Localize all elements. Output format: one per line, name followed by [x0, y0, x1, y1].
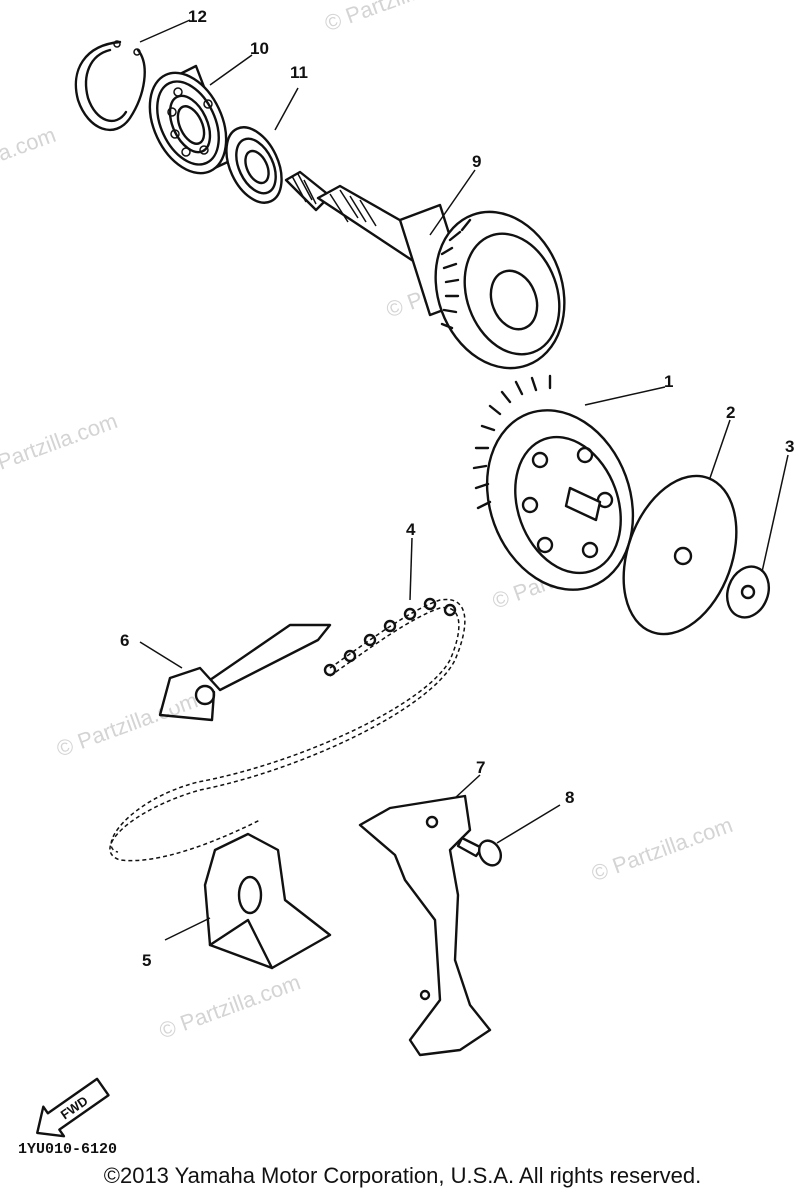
callout-4: 4: [406, 520, 416, 539]
watermark-2: © Partzilla.com: [321, 0, 469, 36]
drawing-code: 1YU010-6120: [18, 1141, 117, 1158]
callout-1: 1: [664, 372, 673, 391]
copyright-footer: ©2013 Yamaha Motor Corporation, U.S.A. A…: [103, 1163, 702, 1188]
chain-guide-upper-part: [158, 623, 332, 722]
chain-part: [109, 597, 466, 862]
circlip-part: [74, 40, 146, 132]
callout-2: 2: [726, 403, 735, 422]
callout-11: 11: [290, 63, 308, 82]
callout-6: 6: [120, 631, 129, 650]
callout-12: 12: [188, 7, 207, 26]
watermark-7: © Partzilla.com: [156, 969, 304, 1043]
callout-7: 7: [476, 758, 485, 777]
callout-10: 10: [250, 39, 269, 58]
oil-seal-part: [225, 126, 283, 204]
bolt-part: [456, 836, 503, 867]
callout-3: 3: [785, 437, 794, 456]
watermark-8: © Partzilla.com: [588, 812, 736, 886]
gear-hub-part: [472, 374, 635, 591]
bracket-part: [358, 794, 492, 1057]
exploded-parts-diagram: © Partzilla.com © Partzilla.com © Partzi…: [0, 0, 794, 1158]
fwd-arrow: FWD: [36, 1077, 110, 1138]
bearing-part: [148, 64, 234, 175]
washer-plate-part: [622, 474, 738, 636]
shaft-with-gear-part: [284, 170, 566, 370]
chain-guide-lower-part: [203, 832, 332, 970]
callout-9: 9: [472, 152, 481, 171]
callout-8: 8: [565, 788, 574, 807]
callout-5: 5: [142, 951, 151, 970]
watermark-1: © Partzilla.com: [0, 122, 59, 196]
leader-lines: [139, 19, 789, 941]
watermark-3: © Partzilla.com: [0, 408, 121, 482]
small-washer-part: [726, 565, 770, 619]
callouts: 12 10 11 9 1 2 3 4 6 5 7 8: [120, 7, 794, 970]
